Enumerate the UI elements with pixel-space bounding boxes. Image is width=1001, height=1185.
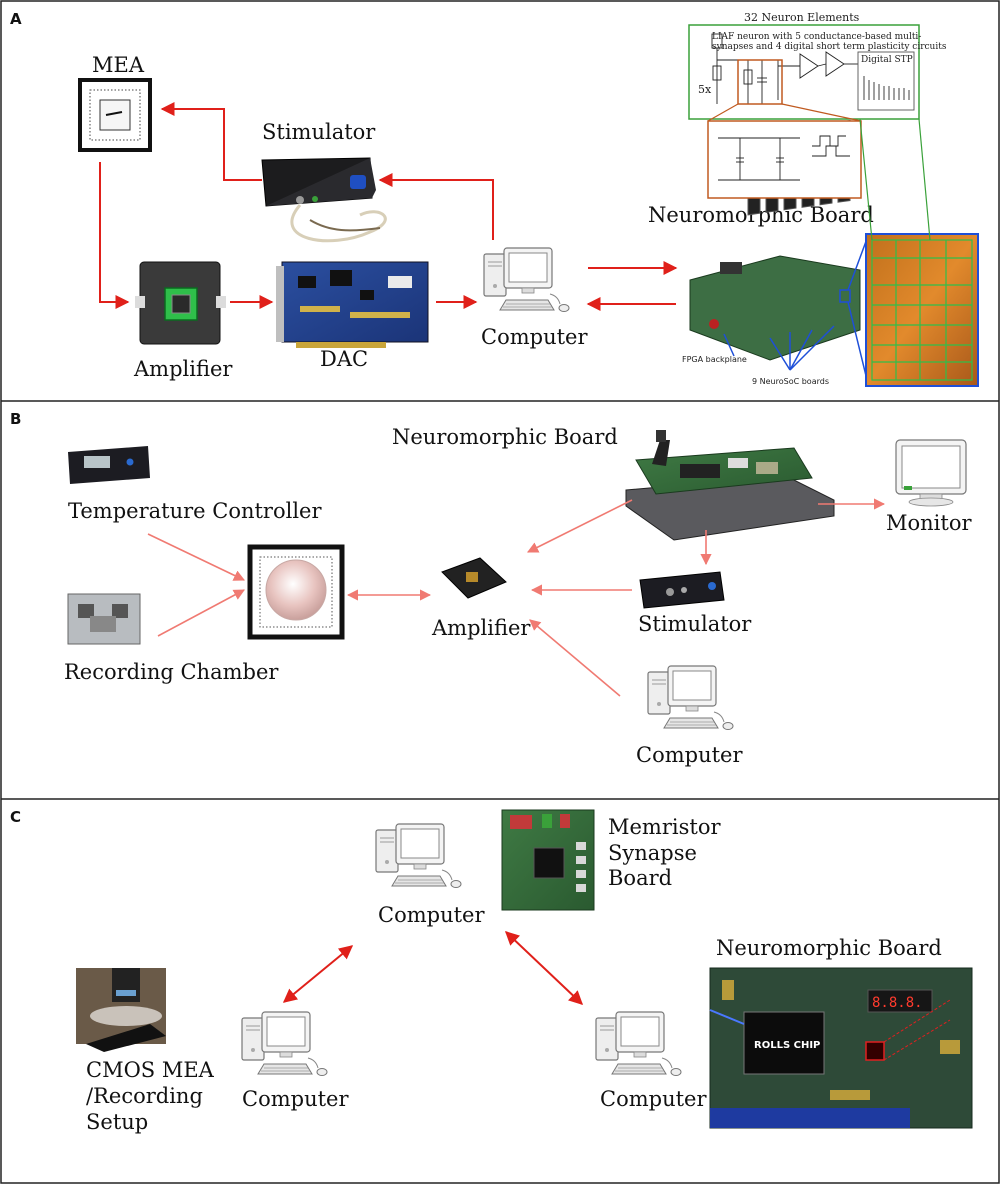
rolls-chip-label: ROLLS CHIP xyxy=(754,1040,820,1051)
dac-board-icon xyxy=(276,261,429,348)
computer-c-top-icon xyxy=(375,823,462,889)
neuromorphic-board-label-b: Neuromorphic Board xyxy=(392,425,618,449)
computer-icon xyxy=(483,247,570,313)
cmos-label-3: Setup xyxy=(86,1110,148,1134)
panel-a-letter: A xyxy=(10,10,22,28)
fpga-callout: FPGA backplane xyxy=(682,355,747,364)
monitor-label: Monitor xyxy=(886,511,972,535)
cmos-label-2: /Recording xyxy=(86,1084,203,1108)
panel-b-letter: B xyxy=(10,410,21,428)
computer-c-left-icon xyxy=(241,1011,328,1077)
schematic-multiplier: 5x xyxy=(698,83,712,96)
amplifier-device-icon xyxy=(135,261,226,345)
schematic-title: 32 Neuron Elements xyxy=(744,11,860,24)
recording-chamber-label: Recording Chamber xyxy=(64,660,279,684)
neuron-schematic: 32 Neuron Elements LIAF neuron with 5 co… xyxy=(688,11,947,199)
seven-segment-display: 8.8.8. xyxy=(872,995,923,1011)
schematic-desc-1: LIAF neuron with 5 conductance-based mul… xyxy=(712,32,921,42)
neuromorphic-board-label-a: Neuromorphic Board xyxy=(648,203,874,227)
panel-c-arrows xyxy=(282,931,584,1005)
computer-c-right-label: Computer xyxy=(600,1087,707,1111)
memristor-label-1: Memristor xyxy=(608,815,721,839)
stimulator-label: Stimulator xyxy=(262,120,376,144)
amplifier-b-icon xyxy=(441,557,507,599)
rolls-board-icon: ROLLS CHIP 8.8.8. xyxy=(709,967,973,1129)
panel-b-arrows xyxy=(147,498,886,697)
computer-c-top-label: Computer xyxy=(378,903,485,927)
neurosoc-callout-lines xyxy=(723,235,869,385)
panel-c-letter: C xyxy=(10,808,21,826)
zoom-lines xyxy=(859,118,931,241)
mea-chip-icon xyxy=(78,78,152,152)
neurosoc-die-icon xyxy=(865,233,979,387)
panel-c: C Computer Memristor Synapse Board xyxy=(10,808,973,1134)
cmos-mea-setup-icon xyxy=(76,968,166,1052)
computer-c-right-icon xyxy=(595,1011,682,1077)
memristor-label-2: Synapse xyxy=(608,841,697,865)
mea-dome-icon xyxy=(247,544,345,640)
computer-label: Computer xyxy=(481,325,588,349)
panel-a: A MEA Stimulator Amplifier xyxy=(10,10,979,387)
panel-a-arrows xyxy=(99,102,678,311)
dac-label: DAC xyxy=(320,347,368,371)
computer-c-left-label: Computer xyxy=(242,1087,349,1111)
stimulator-b-icon xyxy=(639,571,725,609)
computer-b-label: Computer xyxy=(636,743,743,767)
mea-label: MEA xyxy=(92,53,145,77)
computer-b-icon xyxy=(647,665,734,731)
neuromorphic-board-b-icon xyxy=(625,430,835,541)
stimulator-device-icon xyxy=(261,157,387,243)
panel-b: B Temperature Controller Recording Chamb… xyxy=(10,410,972,767)
temperature-controller-label: Temperature Controller xyxy=(68,499,322,523)
amplifier-label: Amplifier xyxy=(133,357,233,381)
neurosoc-callout: 9 NeuroSoC boards xyxy=(752,377,829,386)
neuromorphic-board-label-c: Neuromorphic Board xyxy=(716,936,942,960)
amplifier-b-label: Amplifier xyxy=(431,616,531,640)
stimulator-b-label: Stimulator xyxy=(638,612,752,636)
cmos-label-1: CMOS MEA xyxy=(86,1058,215,1082)
monitor-icon xyxy=(895,439,967,507)
memristor-label-3: Board xyxy=(608,866,672,890)
schematic-desc-2: synapses and 4 digital short term plasti… xyxy=(712,42,947,52)
temperature-controller-icon xyxy=(68,446,150,484)
memristor-board-icon xyxy=(501,809,595,911)
recording-chamber-icon xyxy=(67,593,141,645)
digital-stp-label: Digital STP xyxy=(861,55,913,65)
